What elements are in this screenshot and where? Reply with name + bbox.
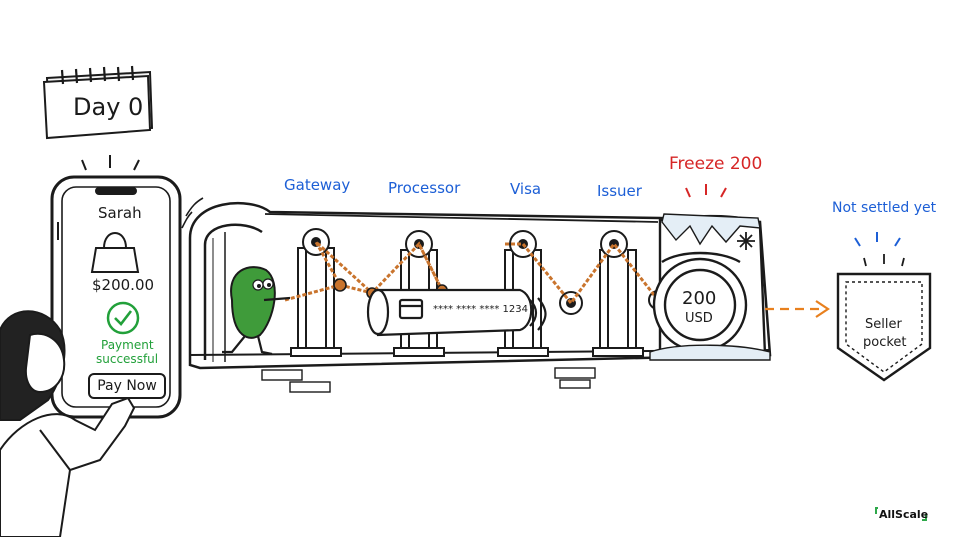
tunnel-motion-lines [181,197,204,229]
vault-icon [652,214,767,360]
handbag-icon [90,232,140,273]
seller-pocket-line1: Seller [865,317,902,332]
brick-base [261,367,596,393]
seller-status-label: Not settled yet [832,200,937,216]
calendar-day-label: Day 0 [73,93,144,121]
pocket-motion-lines [863,254,905,267]
frozen-currency: USD [685,311,713,326]
seller-emphasis [854,232,901,247]
brand-logo-text: AllScale [879,508,929,521]
payment-status-line2: successful [96,352,159,366]
calendar-icon [42,65,154,140]
customer-name: Sarah [98,204,142,222]
emphasis-strokes [81,155,140,171]
card-cylinder [366,288,547,337]
stage-issuer-label: Issuer [597,182,642,200]
bean-character [222,266,291,356]
arrow-right-icon [765,300,830,318]
pocket-icon [836,272,932,382]
ice-icicles [649,213,771,361]
price-text: $200.00 [92,276,155,294]
freeze-emphasis [685,184,727,198]
customer-figure [0,310,136,537]
stage-processor-label: Processor [388,179,461,197]
payment-status-line1: Payment [101,338,154,352]
freeze-label: Freeze 200 [669,154,763,174]
stage-visa-label: Visa [510,180,542,198]
seller-pocket-line2: pocket [863,335,907,350]
stage-gateway-label: Gateway [284,176,351,194]
check-icon [106,301,140,335]
frozen-amount: 200 [682,288,717,309]
card-number: **** **** **** 1234 [433,304,528,315]
snowflake-icon [737,232,755,250]
pay-now-button[interactable]: Pay Now [88,373,166,399]
brand-logo-mark [875,507,927,521]
